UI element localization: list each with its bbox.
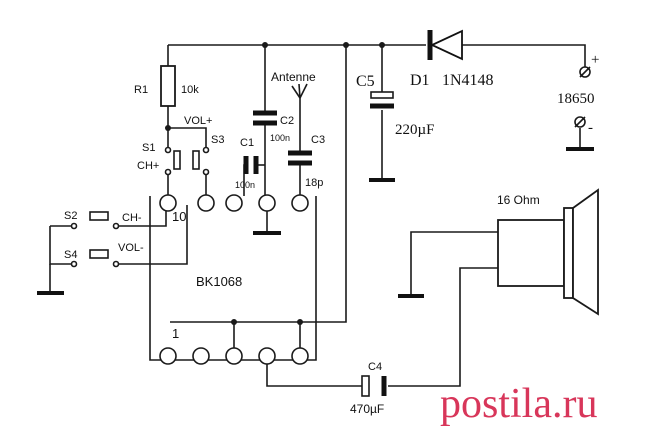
c1-label: C1 (240, 137, 254, 149)
battery-plus-label: + (591, 52, 599, 68)
battery-name: 18650 (557, 91, 595, 107)
s1-switch (164, 146, 181, 176)
c5-capacitor (370, 91, 394, 109)
s1-label: S1 (142, 142, 155, 154)
speaker-icon (497, 188, 599, 316)
s3-label: S3 (211, 134, 224, 146)
wires (49, 44, 586, 387)
speaker-minus-wire (410, 231, 498, 295)
c2-label: C2 (280, 115, 294, 127)
antenna-icon (291, 83, 308, 99)
junction-dot (262, 42, 268, 48)
c4-left-wire (266, 360, 362, 387)
speaker-impedance: 16 Ohm (497, 193, 540, 207)
s2-switch (70, 211, 120, 230)
c5-value: 220µF (395, 122, 435, 138)
switch-bus-wire (168, 127, 207, 150)
chip-pin (225, 194, 243, 212)
d1-label: D1 (410, 72, 430, 89)
junction-dot (231, 319, 237, 325)
s2-function: CH- (122, 212, 142, 224)
chip-name: BK1068 (196, 274, 242, 289)
c3-label: C3 (311, 134, 325, 146)
c1-capacitor (243, 156, 259, 174)
junction-dot (343, 42, 349, 48)
c4-value: 470µF (350, 402, 384, 416)
chip-pin (192, 347, 210, 365)
c5-label: C5 (356, 73, 375, 90)
s1-function: CH+ (137, 160, 159, 172)
antenna-label: Antenne (271, 70, 316, 84)
d1-diode (427, 29, 463, 61)
c3-value: 18p (305, 177, 323, 189)
s4-label: S4 (64, 249, 77, 261)
chip-pin (225, 347, 243, 365)
chip-pin (197, 194, 215, 212)
c3-capacitor (288, 150, 312, 166)
chip-pin (258, 194, 276, 212)
junction-dot (165, 125, 171, 131)
battery-plus-wire (462, 44, 586, 68)
junction-dot (297, 319, 303, 325)
chip-pin-1-label: 1 (172, 326, 179, 341)
chip-pin (159, 347, 177, 365)
supply-wire (233, 45, 347, 348)
c4-label: C4 (368, 361, 382, 373)
chip-pin (291, 347, 309, 365)
chip-pin (258, 347, 276, 365)
junction-dot (379, 42, 385, 48)
chip-pin-10-label: 10 (172, 209, 186, 224)
s4-function: VOL- (118, 242, 144, 254)
s2-right-wire (118, 210, 167, 227)
s3-switch (192, 146, 210, 176)
r1-resistor (160, 65, 176, 107)
junctions (165, 42, 385, 325)
r1-label: R1 (134, 84, 148, 96)
s3-function: VOL+ (184, 115, 212, 127)
s4-switch (70, 249, 120, 268)
chip-pin (159, 194, 177, 212)
ground-symbols (37, 147, 594, 298)
speaker-plus-wire (388, 267, 498, 387)
chip-pin (291, 194, 309, 212)
c4-capacitor (361, 375, 387, 397)
s2-label: S2 (64, 210, 77, 222)
c2-value: 100n (270, 133, 290, 143)
watermark: postila.ru (440, 381, 597, 427)
s4-right-wire (118, 205, 188, 265)
chip-pins (159, 194, 309, 365)
battery-minus-label: - (588, 120, 593, 136)
c2-capacitor (253, 110, 277, 126)
d1-part: 1N4148 (442, 72, 494, 89)
c1-value: 100n (235, 180, 255, 190)
r1-value: 10k (181, 84, 199, 96)
battery-terminals (574, 66, 591, 128)
